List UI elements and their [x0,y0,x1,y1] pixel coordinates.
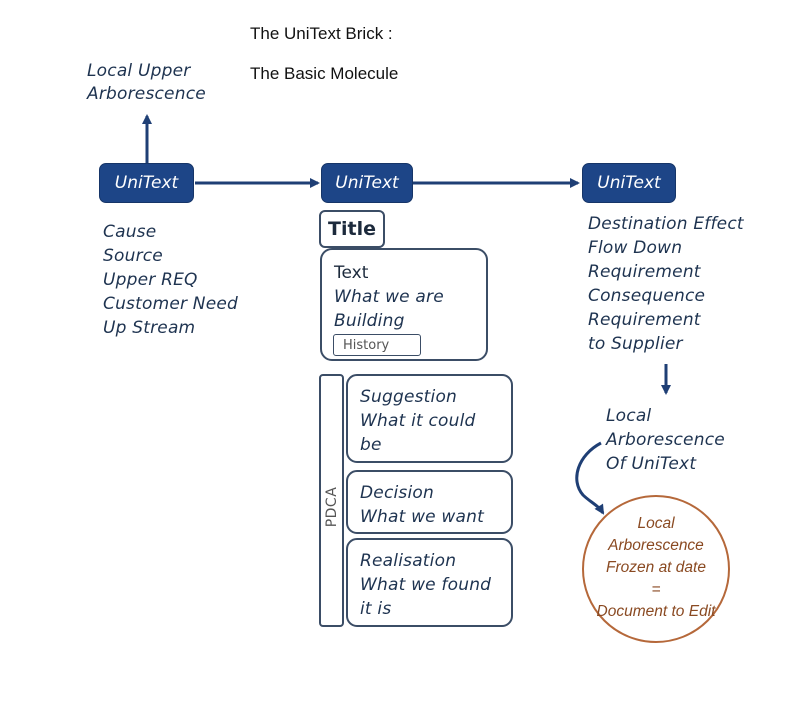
description-line: Source [103,246,163,266]
circle-line: Frozen at date [606,559,706,576]
title-box[interactable]: Title [319,210,385,248]
pdca-step-line: What it could [360,411,476,431]
pdca-step-decision[interactable]: Decision What we want [346,470,513,534]
pdca-step-text: Decision What we want [360,481,484,529]
circle-line: Local [637,515,675,532]
unitext-node-left[interactable]: UniText [99,163,194,203]
circle-line: Arborescence [608,537,704,554]
circle-line: Document to Edit [596,603,716,620]
local-arborescence-line: Of UniText [606,454,697,474]
curved-arrow-to-document [575,441,605,515]
description-line: Consequence [588,286,706,306]
left-node-description: Cause Source Upper REQ Customer Need Up … [103,220,238,340]
pdca-step-line: it is [360,599,392,619]
local-arborescence-line: Arborescence [606,430,725,450]
pdca-step-text: Suggestion What it could be [360,385,476,457]
right-node-description: Destination Effect Flow Down Requirement… [588,212,744,356]
unitext-node-label: UniText [597,173,661,193]
description-line: to Supplier [588,334,683,354]
circle-line: = [651,581,661,598]
upper-arborescence-line: Arborescence [87,84,206,104]
document-circle-outline [582,495,730,643]
pdca-step-line: be [360,435,382,455]
description-line: Requirement [588,310,701,330]
unitext-node-label: UniText [114,173,179,193]
pdca-step-text: Realisation What we found it is [360,549,491,621]
upper-arborescence-line: Local Upper [87,61,191,81]
pdca-step-line: What we found [360,575,492,595]
history-button[interactable]: History [333,334,421,356]
text-box-description: What we are Building [334,285,444,333]
text-box-heading: Text [334,263,369,283]
text-box-line: Building [334,311,405,331]
description-line: Up Stream [103,318,196,338]
pdca-label: PDCA [323,486,340,528]
description-line: Cause [103,222,157,242]
local-arborescence-label: Local Arborescence Of UniText [606,404,725,476]
pdca-step-line: Realisation [360,551,457,571]
pdca-step-line: Decision [360,483,434,503]
pdca-step-realisation[interactable]: Realisation What we found it is [346,538,513,627]
pdca-step-suggestion[interactable]: Suggestion What it could be [346,374,513,463]
local-arborescence-line: Local [606,406,652,426]
description-line: Destination Effect [588,214,744,234]
diagram-subtitle: The Basic Molecule [250,64,399,83]
pdca-step-line: What we want [360,507,484,527]
history-label: History [343,337,390,353]
unitext-node-label: UniText [335,173,399,193]
diagram-title: The UniText Brick : [250,24,393,43]
upper-arborescence-label: Local Upper Arborescence [87,60,206,106]
unitext-node-center[interactable]: UniText [321,163,413,203]
text-box-line: What we are [334,287,444,307]
unitext-node-right[interactable]: UniText [582,163,676,203]
text-box[interactable]: Text What we are Building History [320,248,488,361]
document-circle-text[interactable]: Local Arborescence Frozen at date = Docu… [583,513,729,623]
description-line: Customer Need [103,294,239,314]
pdca-step-line: Suggestion [360,387,458,407]
description-line: Requirement [588,262,701,282]
description-line: Flow Down [588,238,683,258]
title-label: Title [328,218,376,240]
pdca-bar: PDCA [319,374,344,627]
description-line: Upper REQ [103,270,198,290]
